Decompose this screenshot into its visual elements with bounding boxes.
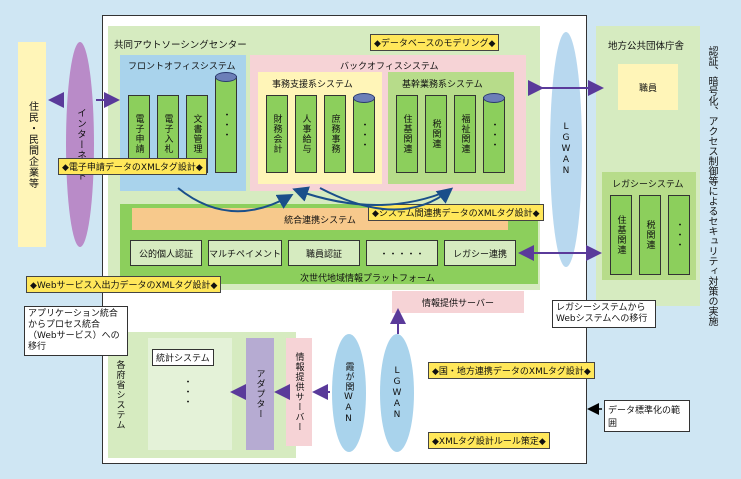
core-business-title: 基幹業務系システム (402, 80, 483, 90)
database-icon (483, 93, 505, 103)
service-box-more: ・・・・・ (366, 240, 438, 266)
service-box-public-auth: 公的個人認証 (130, 240, 202, 266)
internet-label: インターネット (75, 107, 86, 182)
system-box-welfare: 福祉関連 (454, 95, 476, 173)
local-gov-title: 地方公共団体庁舎 (608, 41, 685, 52)
tag-e-application: ◆電子申請データのXMLタグ設計◆ (58, 158, 207, 175)
ministry-info-server: 情報提供サーバー (286, 338, 312, 446)
system-box-finance: 財務会計 (266, 95, 288, 173)
admin-support-title: 事務支援系システム (272, 80, 353, 90)
internet-ellipse: インターネット (66, 42, 94, 247)
ministry-lgwan-ellipse: LGWAN (380, 334, 414, 452)
info-server: 情報提供サーバー (392, 291, 524, 313)
tag-db-modeling: ◆データベースのモデリング◆ (370, 34, 500, 51)
database-icon (353, 93, 375, 103)
ministry-label: 各府省システム (114, 360, 125, 430)
system-box-tax: 税関連 (425, 95, 447, 173)
system-box-hr: 人事給与 (295, 95, 317, 173)
note-standard-scope: データ標準化の範囲 (604, 400, 690, 432)
legacy-box-resident: 住基関連 (610, 195, 632, 275)
service-box-multipayment: マルチペイメント (208, 240, 282, 266)
service-box-legacy-link: レガシー連携 (444, 240, 516, 266)
curve-core-admin (292, 186, 451, 206)
outsourcing-center-title: 共同アウトソーシングセンター (114, 40, 247, 51)
service-box-staff-auth: 職員認証 (288, 240, 360, 266)
curve-admin-core (319, 187, 454, 211)
back-office-title: バックオフィスシステム (340, 62, 439, 72)
system-box-more: ・・・ (215, 72, 237, 173)
staff-box: 職員 (618, 64, 678, 110)
stats-dots: ・・・ (181, 377, 192, 407)
platform-title: 次世代地域情報プラットフォーム (300, 274, 435, 284)
system-box-admin-more: ・・・ (353, 93, 375, 173)
system-box-core-more: ・・・ (483, 93, 505, 173)
system-box-general-affairs: 庶務事務 (324, 95, 346, 173)
database-icon (215, 72, 237, 82)
legacy-system-title: レガシーシステム (612, 180, 684, 190)
curve-front-integration (177, 187, 294, 213)
front-office-title: フロントオフィスシステム (128, 62, 236, 72)
residents-panel: 住民・民間企業等 (18, 42, 46, 247)
tag-rule: ◆XMLタグ設計ルール策定◆ (428, 432, 550, 449)
security-note: 認証、暗号化、アクセス制御等によるセキュリティ対策の実施 (706, 46, 717, 326)
kasumigaseki-wan-ellipse: 霞が関WAN (332, 334, 366, 452)
lgwan-ellipse: LGWAN (550, 32, 582, 267)
legacy-box-tax: 税関連 (639, 195, 661, 275)
legacy-box-more: ・・・ (668, 195, 690, 275)
system-box-resident-registry: 住基関連 (396, 95, 418, 173)
note-app-integration: アプリケーション統合からプロセス統合（Webサービス）への移行 (24, 306, 128, 356)
residents-label: 住民・民間企業等 (26, 100, 38, 189)
note-legacy-migration: レガシーシステムからWebシステムへの移行 (552, 300, 656, 328)
tag-national-local: ◆国・地方連携データのXMLタグ設計◆ (428, 362, 595, 379)
stats-system-label: 統計システム (152, 349, 214, 366)
adapter-box: アダプター (246, 338, 274, 450)
tag-web-service: ◆Webサービス入出力データのXMLタグ設計◆ (26, 276, 222, 293)
